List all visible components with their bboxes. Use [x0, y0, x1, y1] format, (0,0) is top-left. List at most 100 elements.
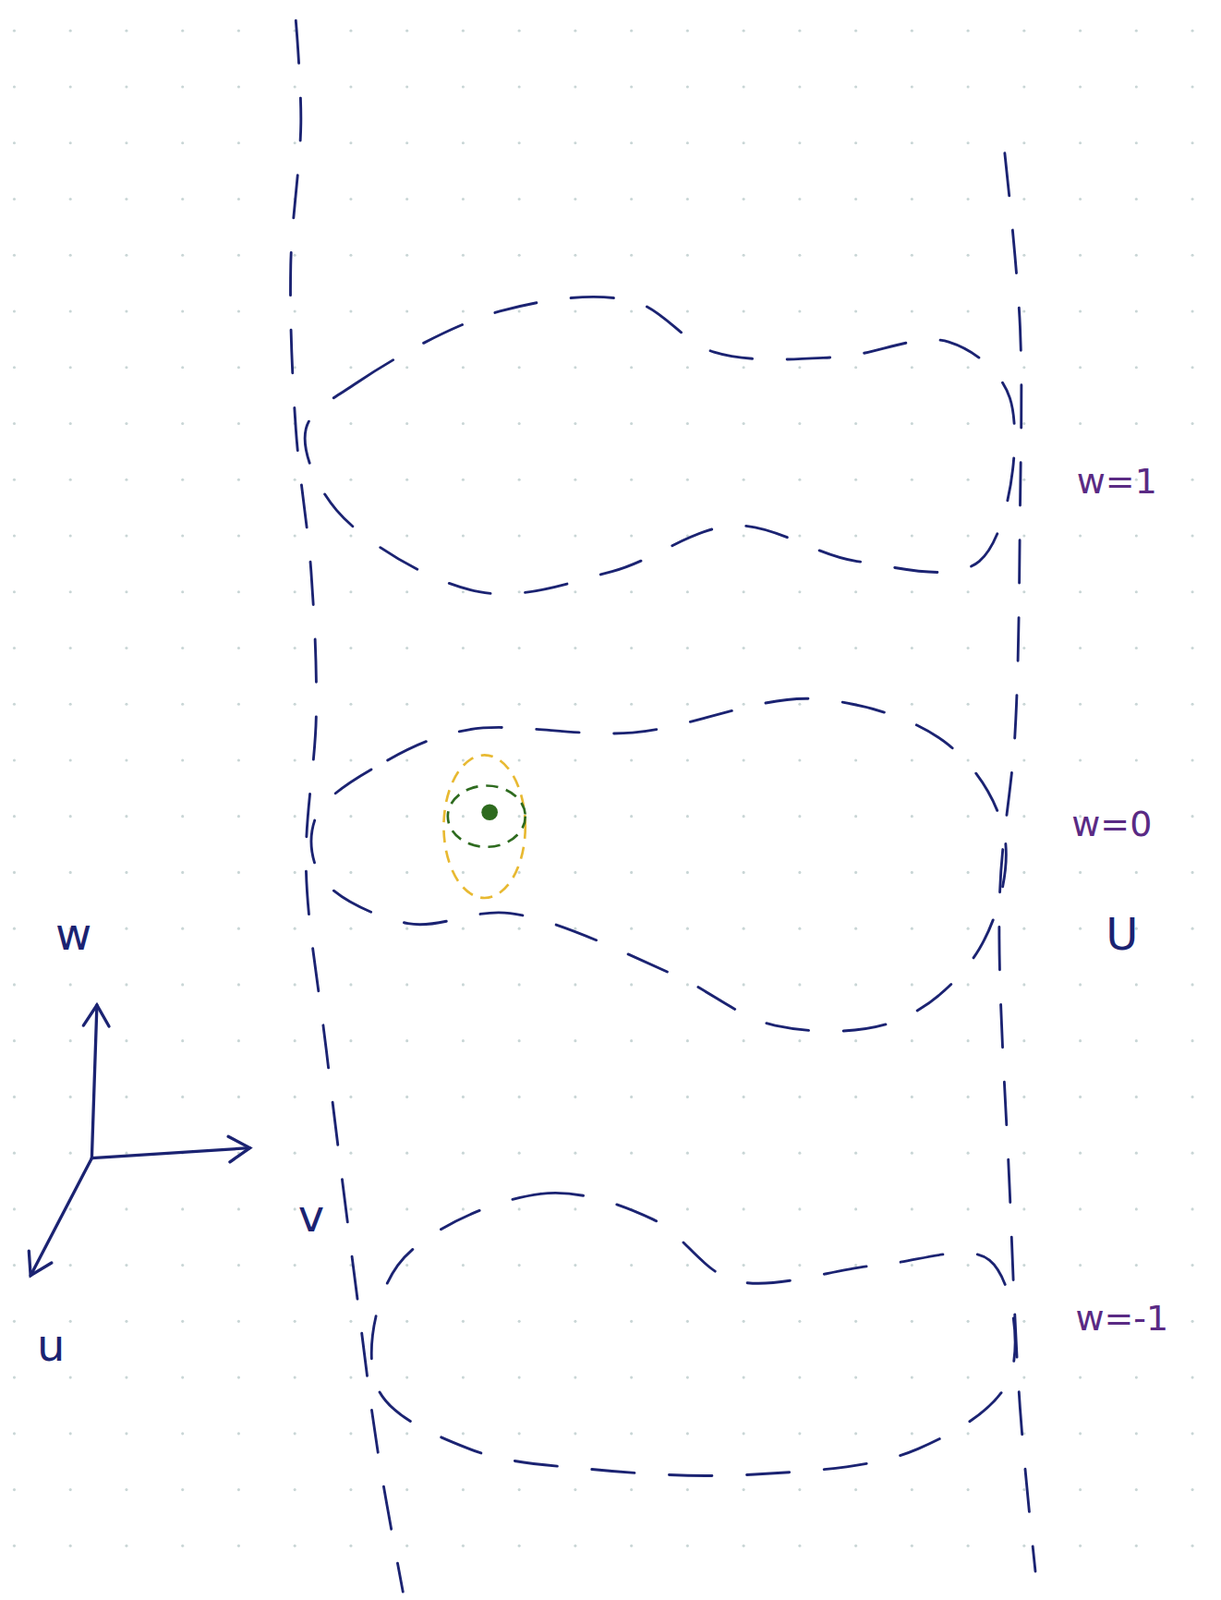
grid-dot: [854, 982, 858, 986]
grid-dot: [1135, 141, 1138, 145]
grid-dot: [573, 365, 577, 369]
grid-dot: [124, 870, 128, 874]
grid-dot: [349, 1319, 352, 1323]
grid-dot: [967, 1376, 970, 1379]
grid-dot: [1078, 1431, 1082, 1435]
grid-dot: [518, 309, 521, 313]
grid-dot: [1191, 758, 1195, 762]
grid-dot: [518, 1207, 521, 1210]
grid-dot: [1135, 422, 1138, 425]
grid-dot: [12, 927, 16, 931]
grid-dot: [518, 1376, 521, 1379]
grid-dot: [686, 197, 690, 201]
grid-dot: [237, 758, 241, 762]
grid-dot: [181, 1376, 184, 1379]
grid-dot: [686, 29, 690, 33]
grid-dot: [1022, 590, 1026, 593]
grid-dot: [349, 702, 352, 706]
grid-dot: [461, 1487, 465, 1491]
grid-dot: [797, 1263, 801, 1267]
grid-dot: [124, 253, 128, 257]
grid-dot: [518, 814, 521, 818]
grid-dot: [1191, 1431, 1195, 1435]
grid-dot: [1022, 197, 1026, 201]
grid-dot: [1135, 365, 1138, 369]
axis-label: v: [298, 1193, 325, 1238]
grid-dot: [967, 533, 970, 537]
grid-dot: [124, 1487, 128, 1491]
grid-dot: [461, 1376, 465, 1379]
grid-dot: [1191, 1376, 1195, 1379]
grid-dot: [69, 1207, 73, 1210]
grid-dot: [910, 1319, 914, 1323]
grid-dot: [629, 29, 633, 33]
grid-dot: [124, 478, 128, 482]
grid-dot: [910, 141, 914, 145]
grid-dot: [854, 253, 858, 257]
grid-dot: [686, 1376, 690, 1379]
grid-dot: [69, 758, 73, 762]
grid-dot: [629, 1544, 633, 1548]
grid-dot: [1191, 478, 1195, 482]
grid-dot: [12, 533, 16, 537]
grid-dot: [629, 927, 633, 931]
grid-dot: [69, 253, 73, 257]
grid-dot: [12, 1544, 16, 1548]
grid-dot: [1078, 1263, 1082, 1267]
grid-dot: [1191, 982, 1195, 986]
grid-dot: [573, 758, 577, 762]
grid-dot: [1022, 1319, 1026, 1323]
grid-dot: [1135, 646, 1138, 650]
grid-dot: [349, 309, 352, 313]
grid-dot: [1022, 870, 1026, 874]
grid-dot: [293, 814, 297, 818]
grid-dot: [1078, 253, 1082, 257]
grid-dot: [12, 1376, 16, 1379]
grid-dot: [854, 478, 858, 482]
grid-dot: [124, 982, 128, 986]
grid-dot: [910, 1039, 914, 1042]
grid-dot: [910, 758, 914, 762]
grid-dot: [910, 927, 914, 931]
grid-dot: [293, 646, 297, 650]
grid-dot: [797, 1207, 801, 1210]
grid-dot: [1078, 1544, 1082, 1548]
grid-dot: [967, 1263, 970, 1267]
grid-dot: [293, 1376, 297, 1379]
grid-dot: [124, 141, 128, 145]
grid-dot: [967, 365, 970, 369]
grid-dot: [181, 1039, 184, 1042]
grid-dot: [797, 1039, 801, 1042]
grid-dot: [237, 141, 241, 145]
grid-dot: [69, 1095, 73, 1099]
arrow-head: [83, 1004, 109, 1027]
grid-dot: [69, 197, 73, 201]
grid-dot: [967, 1544, 970, 1548]
grid-dot: [910, 309, 914, 313]
grid-dot: [910, 1263, 914, 1267]
grid-dot: [293, 533, 297, 537]
grid-dot: [686, 309, 690, 313]
grid-dot: [854, 1263, 858, 1267]
grid-dot: [69, 141, 73, 145]
grid-dot: [854, 84, 858, 88]
grid-dot: [854, 1207, 858, 1210]
grid-dot: [854, 422, 858, 425]
grid-dot: [742, 758, 746, 762]
grid-dot: [797, 702, 801, 706]
axis-label: w: [55, 911, 92, 956]
grid-dot: [1135, 1039, 1138, 1042]
grid-dot: [518, 253, 521, 257]
grid-dot: [349, 1376, 352, 1379]
grid-dot: [742, 29, 746, 33]
grid-dot: [910, 1376, 914, 1379]
grid-dot: [461, 646, 465, 650]
grid-dot: [461, 422, 465, 425]
grid-dot: [1191, 365, 1195, 369]
grid-dot: [237, 1207, 241, 1210]
grid-dot: [686, 253, 690, 257]
grid-dot: [124, 533, 128, 537]
grid-dot: [854, 1095, 858, 1099]
grid-dot: [967, 646, 970, 650]
grid-dot: [742, 814, 746, 818]
